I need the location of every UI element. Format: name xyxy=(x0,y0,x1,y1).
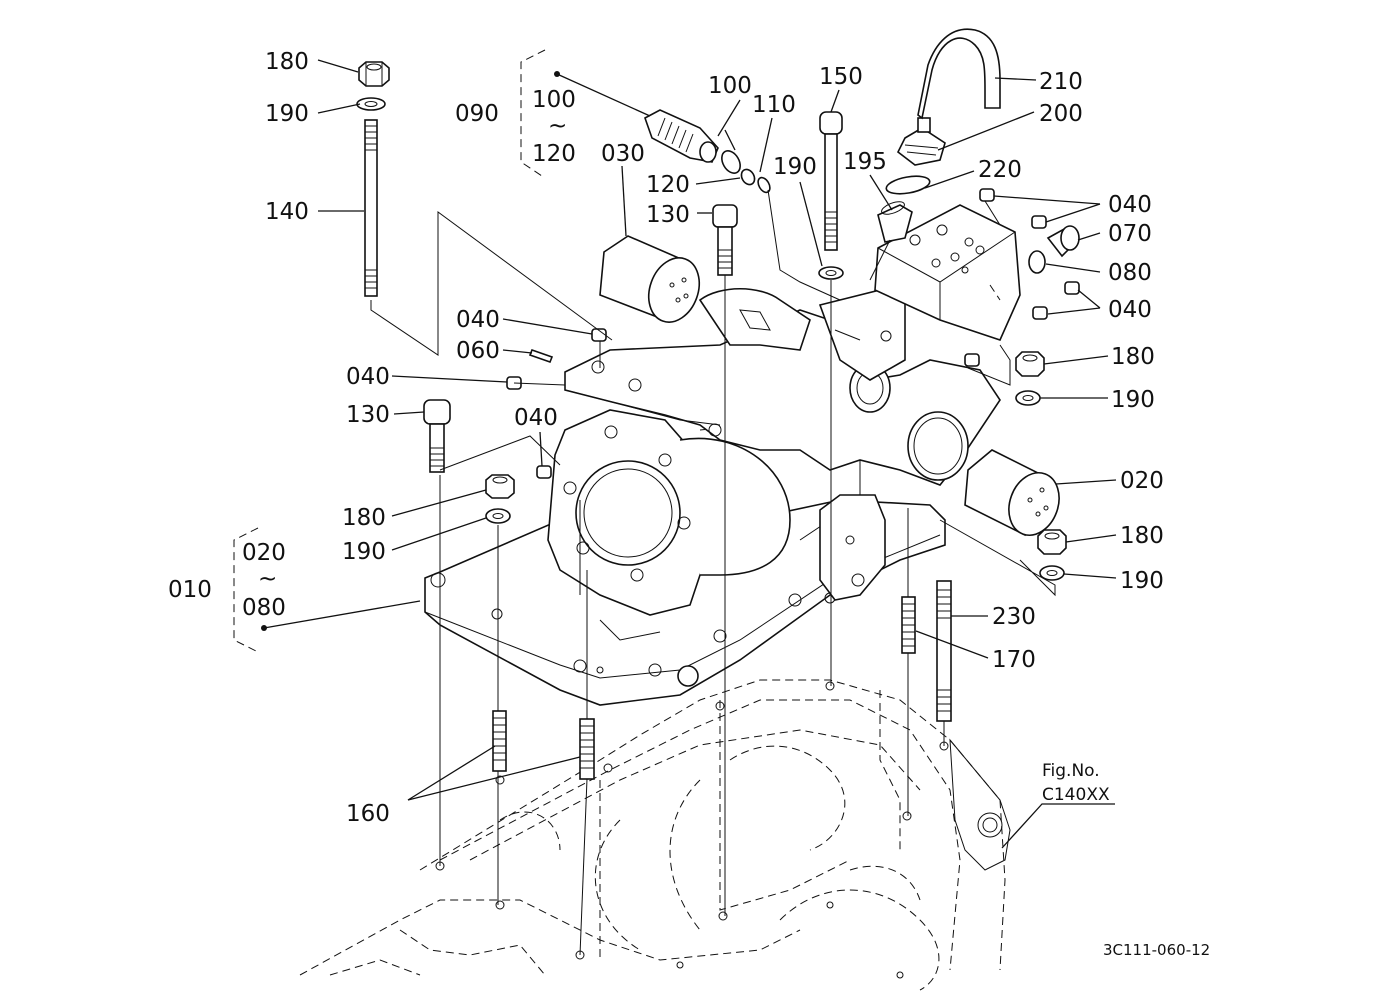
label-060: 060 xyxy=(456,338,500,364)
pin-060 xyxy=(528,348,554,364)
label-090: 090 xyxy=(455,101,499,127)
collar-195 xyxy=(877,201,913,243)
washer-190-right-lower xyxy=(1039,565,1065,581)
assembly-lines xyxy=(370,189,1056,956)
leader-lines xyxy=(261,59,1117,849)
label-180: 180 xyxy=(342,505,386,531)
label-190: 190 xyxy=(265,101,309,127)
label-230: 230 xyxy=(992,604,1036,630)
label-190: 190 xyxy=(1120,568,1164,594)
stud-230 xyxy=(936,580,952,722)
plug-020 xyxy=(964,449,1060,537)
label-020: 020 xyxy=(1120,468,1164,494)
label-080: 080 xyxy=(1108,260,1152,286)
o-ring-080 xyxy=(1028,250,1046,274)
hydraulic-block-body xyxy=(424,287,1001,706)
label-180: 180 xyxy=(265,49,309,75)
washer-190-top xyxy=(356,97,386,111)
label-180: 180 xyxy=(1120,523,1164,549)
label-070: 070 xyxy=(1108,221,1152,247)
fig-no-label: Fig.No. xyxy=(1042,761,1100,781)
label-130: 130 xyxy=(346,402,390,428)
label-220: 220 xyxy=(978,157,1022,183)
label-040: 040 xyxy=(514,405,558,431)
pipe-210 xyxy=(917,28,1001,120)
label-080-range-end: 080 xyxy=(242,595,286,621)
label-200: 200 xyxy=(1039,101,1083,127)
label-range-tilde: ~ xyxy=(258,566,277,592)
plug-030 xyxy=(599,235,701,323)
fig-no-value: C140XX xyxy=(1042,785,1110,805)
label-170: 170 xyxy=(992,647,1036,673)
label-030: 030 xyxy=(601,141,645,167)
label-180: 180 xyxy=(1111,344,1155,370)
washer-190-left xyxy=(485,508,511,524)
washer-190-mid xyxy=(818,266,844,280)
label-100-range-start: 100 xyxy=(532,87,576,113)
group-brackets xyxy=(233,49,546,653)
bolt-130-upper xyxy=(712,204,738,276)
washer-190-right-upper xyxy=(1015,390,1041,406)
label-210: 210 xyxy=(1039,69,1083,95)
label-190: 190 xyxy=(1111,387,1155,413)
label-range-tilde: ~ xyxy=(548,113,567,139)
nut-180-right-upper xyxy=(1015,351,1045,377)
label-100: 100 xyxy=(708,73,752,99)
o-ring-220 xyxy=(885,175,931,195)
o-ring-110 xyxy=(757,176,771,194)
label-120-range-end: 120 xyxy=(532,141,576,167)
plug-040-a xyxy=(979,188,1080,320)
nut-180-top xyxy=(358,61,390,87)
label-150: 150 xyxy=(819,64,863,90)
nut-180-left xyxy=(485,474,515,499)
relief-valve-100 xyxy=(644,109,719,163)
drawing-code: 3C111-060-12 xyxy=(1103,941,1210,959)
fitting-200 xyxy=(896,117,946,166)
label-140: 140 xyxy=(265,199,309,225)
o-ring-100 xyxy=(721,150,741,174)
nut-180-right-lower xyxy=(1037,529,1067,555)
label-110: 110 xyxy=(752,92,796,118)
label-190: 190 xyxy=(773,154,817,180)
label-190: 190 xyxy=(342,539,386,565)
transmission-case xyxy=(299,679,1011,991)
label-010: 010 xyxy=(168,577,212,603)
label-160: 160 xyxy=(346,801,390,827)
stud-160-b xyxy=(579,718,595,780)
label-040: 040 xyxy=(346,364,390,390)
label-040: 040 xyxy=(1108,297,1152,323)
stud-140 xyxy=(364,119,378,297)
stud-170 xyxy=(901,596,916,654)
backup-ring-120 xyxy=(740,168,756,186)
label-040: 040 xyxy=(1108,192,1152,218)
label-120: 120 xyxy=(646,172,690,198)
bolt-130-lower xyxy=(423,399,451,473)
label-195: 195 xyxy=(843,149,887,175)
label-040: 040 xyxy=(456,307,500,333)
stud-160-a xyxy=(492,710,507,772)
label-130: 130 xyxy=(646,202,690,228)
valve-manifold xyxy=(874,204,1021,341)
plug-040-center xyxy=(536,465,552,479)
label-020-range-start: 020 xyxy=(242,540,286,566)
part-labels: 180 190 140 090 100 ~ 120 030 100 110 12… xyxy=(168,49,1210,959)
bolt-150 xyxy=(819,111,843,251)
plug-070 xyxy=(1046,225,1080,258)
plug-040-right xyxy=(964,353,980,367)
